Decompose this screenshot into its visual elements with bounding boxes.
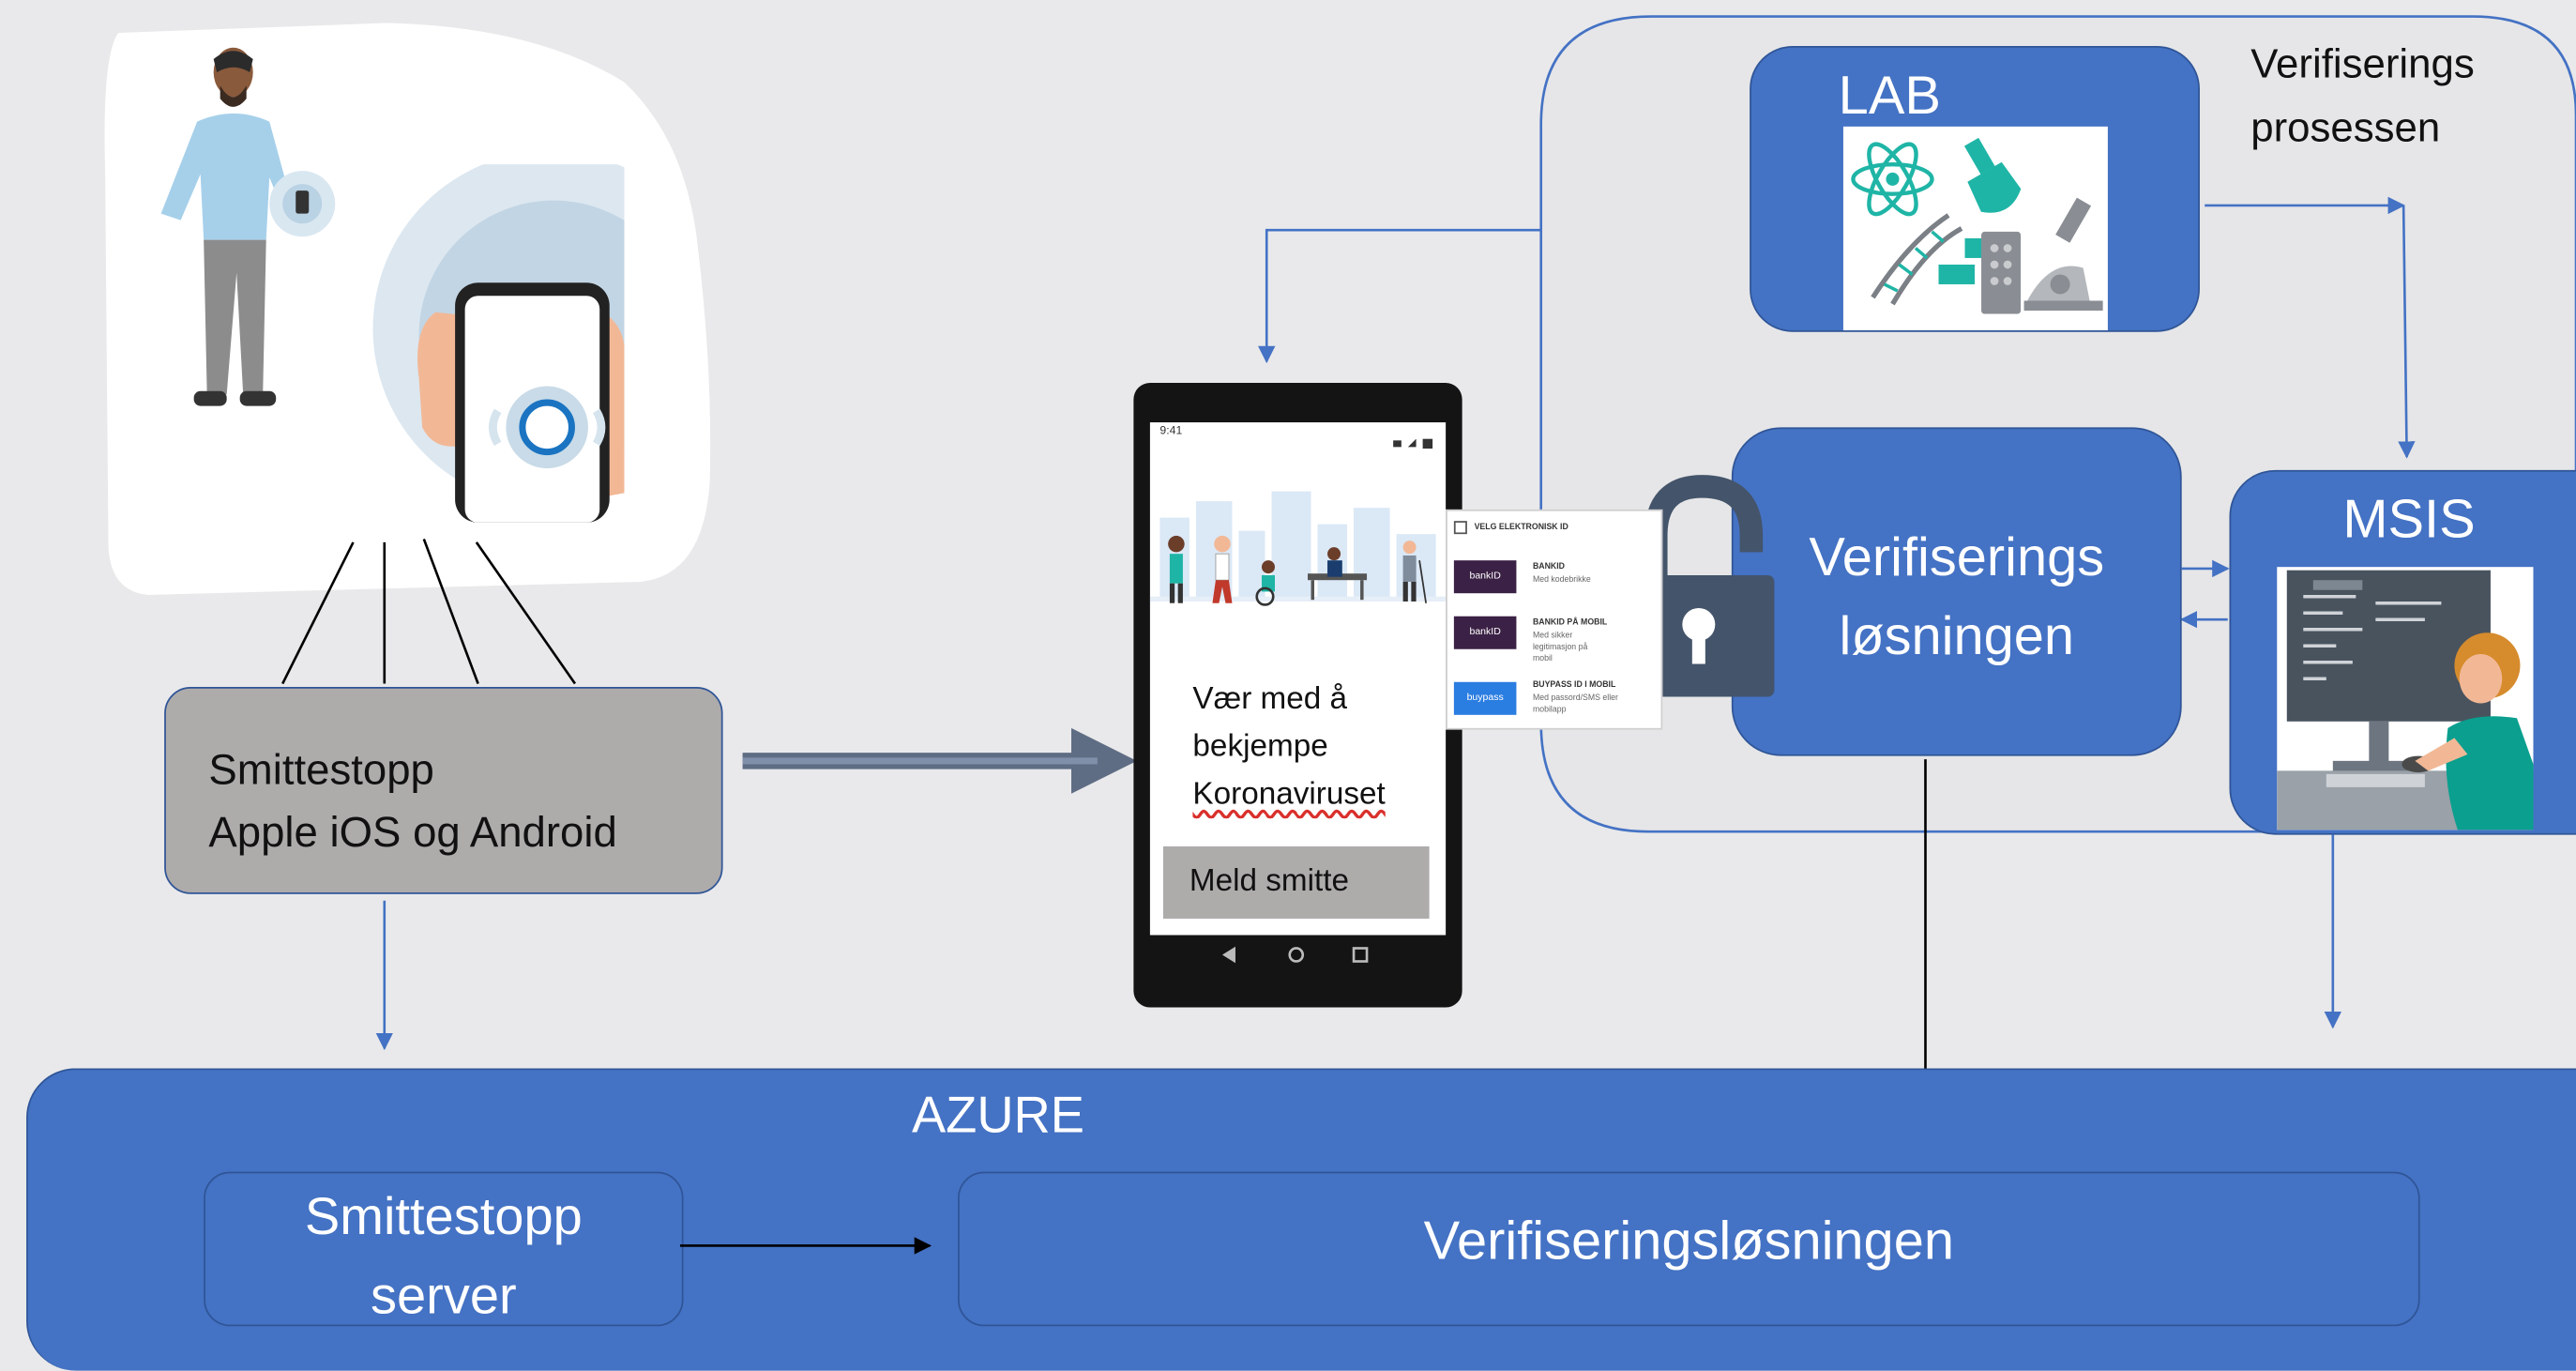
verification-solution-line1: Verifiserings xyxy=(1809,526,2105,587)
phone-headline-line3: Koronaviruset xyxy=(1192,777,1386,813)
eid-option-name: BANKID PÅ MOBIL xyxy=(1532,617,1608,628)
phone-screen: 9:41 xyxy=(1149,422,1447,936)
eid-panel: VELG ELEKTRONISK ID bankID BANKID Med ko… xyxy=(1446,509,1663,730)
verification-solution-box: Verifiserings løsningen xyxy=(1731,427,2182,756)
app-box-line1: Smittestopp xyxy=(208,744,434,794)
hand-phone-illustration xyxy=(370,151,728,523)
phone-status-icons xyxy=(1393,427,1436,449)
verification-process-label-line2: prosessen xyxy=(2250,105,2441,152)
smittestopp-server-box: Smittestopp server xyxy=(204,1171,684,1327)
eid-option-desc: Med passord/SMS eller mobilapp xyxy=(1532,693,1618,715)
app-box-line2: Apple iOS og Android xyxy=(208,806,617,857)
report-infection-button[interactable]: Meld smitte xyxy=(1162,845,1430,919)
eid-option-desc: Med sikker legitimasjon på mobil xyxy=(1532,631,1588,664)
lab-label: LAB xyxy=(1838,64,1941,126)
eid-option-bankid-mobile[interactable]: bankID BANKID PÅ MOBIL Med sikker legiti… xyxy=(1453,613,1661,664)
phone-headline-line2: bekjempe xyxy=(1192,729,1328,765)
app-box-text: Smittestopp Apple iOS og Android xyxy=(208,738,616,862)
smittestopp-server-line2: server xyxy=(370,1265,517,1325)
azure-verification-solution-text: Verifiseringsløsningen xyxy=(1423,1209,1955,1271)
eid-option-bankid[interactable]: bankID BANKID Med kodebrikke xyxy=(1453,557,1661,603)
home-icon xyxy=(1288,947,1305,963)
app-box: Smittestopp Apple iOS og Android xyxy=(164,687,723,894)
phone-headline: Vær med å bekjempe Koronaviruset xyxy=(1192,676,1385,818)
bankid-mobile-logo: bankID xyxy=(1453,616,1517,649)
eid-option-buypass[interactable]: buypass BUYPASS ID I MOBIL Med passord/S… xyxy=(1453,676,1661,725)
azure-verification-solution-box: Verifiseringsløsningen xyxy=(957,1171,2420,1327)
phone-hero-illustration xyxy=(1149,452,1447,633)
verification-process-label: Verifiserings prosessen xyxy=(2250,33,2474,161)
lab-box: LAB xyxy=(1750,46,2200,332)
phone-mockup: 9:41 xyxy=(1133,383,1462,1008)
buypass-logo: buypass xyxy=(1453,681,1517,715)
phone-nav-bar xyxy=(1150,938,1446,971)
eid-option-name: BUYPASS ID I MOBIL xyxy=(1532,680,1616,691)
bankid-logo: bankID xyxy=(1453,560,1517,594)
azure-label: AZURE xyxy=(911,1086,1084,1144)
verification-solution-line2: løsningen xyxy=(1839,604,2075,666)
eid-panel-title-text: VELG ELEKTRONISK ID xyxy=(1474,523,1568,533)
phone-status-time: 9:41 xyxy=(1159,425,1183,437)
eid-option-name: BANKID xyxy=(1532,561,1566,572)
recent-apps-icon xyxy=(1352,947,1369,963)
msis-image xyxy=(2277,567,2534,830)
eid-panel-title: VELG ELEKTRONISK ID xyxy=(1453,521,1658,535)
phone-headline-line1: Vær med å xyxy=(1192,681,1348,717)
eid-option-desc: Med kodebrikke xyxy=(1532,574,1591,586)
verification-solution-text: Verifiserings løsningen xyxy=(1734,518,2180,676)
person-illustration xyxy=(148,43,362,430)
back-icon xyxy=(1221,946,1235,964)
smittestopp-server-line1: Smittestopp xyxy=(304,1186,583,1246)
verification-process-label-line1: Verifiserings xyxy=(2250,40,2475,87)
id-card-icon xyxy=(1453,521,1467,535)
msis-box: MSIS xyxy=(2229,469,2576,835)
smittestopp-server-text: Smittestopp server xyxy=(205,1177,682,1334)
lab-image xyxy=(1842,126,2108,331)
msis-label: MSIS xyxy=(2342,488,2476,549)
azure-band: AZURE Smittestopp server Verifiseringslø… xyxy=(26,1068,2576,1371)
